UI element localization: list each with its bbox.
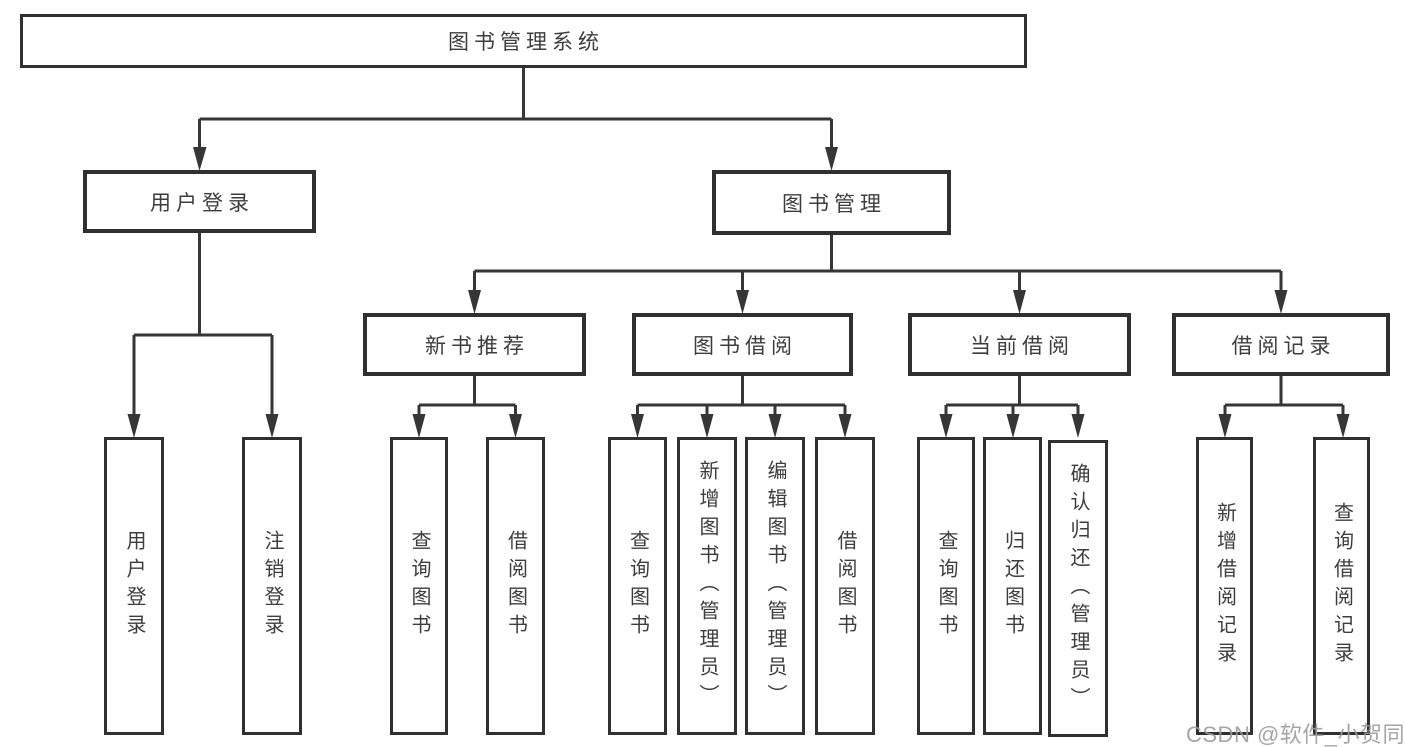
leaf-logout: 注销登录 xyxy=(242,437,302,735)
watermark: CSDN @软件_小贺同学 xyxy=(1186,722,1405,747)
node-new-book-recommend: 新书推荐 xyxy=(363,313,586,376)
leaf-borrow-book-recommend: 借阅图书 xyxy=(486,437,545,735)
node-borrow-record: 借阅记录 xyxy=(1172,313,1390,376)
leaf-query-book-current: 查询图书 xyxy=(917,437,975,735)
leaf-query-borrow-record: 查询借阅记录 xyxy=(1313,437,1370,735)
leaf-query-book-borrow: 查询图书 xyxy=(608,437,667,735)
leaf-return-book: 归还图书 xyxy=(983,437,1042,735)
node-current-borrow: 当前借阅 xyxy=(908,313,1131,376)
leaf-add-borrow-record: 新增借阅记录 xyxy=(1196,437,1253,735)
node-book-borrow: 图书借阅 xyxy=(632,313,853,376)
leaf-user-login: 用户登录 xyxy=(104,437,164,735)
node-book-management: 图书管理 xyxy=(712,170,951,235)
node-root: 图书管理系统 xyxy=(20,14,1027,68)
leaf-edit-book-admin: 编辑图书（管理员） xyxy=(745,437,805,735)
leaf-add-book-admin: 新增图书（管理员） xyxy=(677,437,737,735)
arrowheads xyxy=(127,147,1350,438)
leaf-borrow-book: 借阅图书 xyxy=(815,437,875,735)
node-user-login: 用户登录 xyxy=(83,170,316,233)
leaf-confirm-return-admin: 确认归还（管理员） xyxy=(1048,440,1108,737)
leaf-query-book-recommend: 查询图书 xyxy=(390,437,448,735)
